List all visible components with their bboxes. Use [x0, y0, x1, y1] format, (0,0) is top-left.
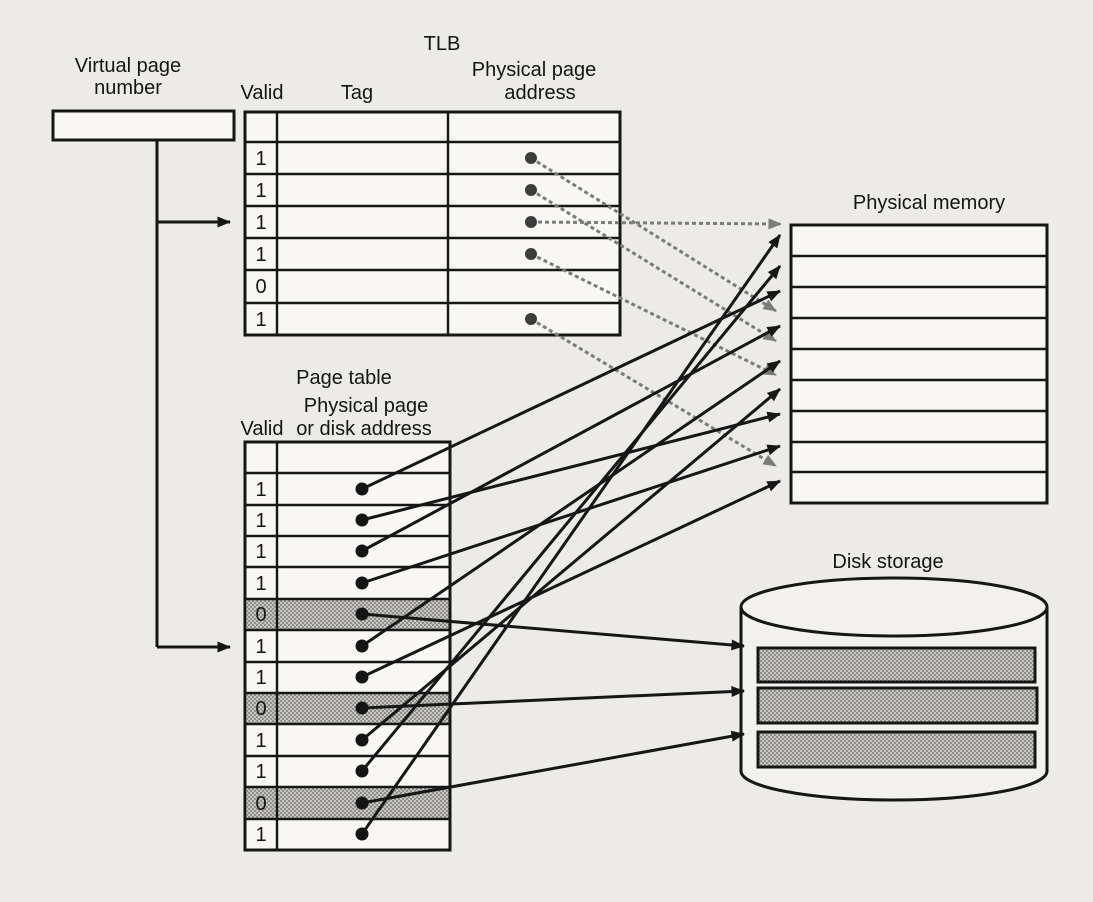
pt-arrow-row4-to-pm8	[361, 444, 781, 585]
pt-dot-row2	[355, 513, 369, 527]
tlb-dot-row3	[525, 216, 537, 228]
tlb-col-valid: Valid	[241, 82, 284, 104]
tlb-dot-row4	[525, 248, 537, 260]
pt-arrow-row6-to-pm5	[361, 359, 781, 648]
pt-dot-row11	[355, 796, 369, 810]
vpn-label-line1: Virtual page	[75, 55, 181, 77]
physical-memory-outline	[789, 223, 1049, 505]
pt-arrow-row3-to-pm4	[361, 324, 781, 553]
disk-storage-title: Disk storage	[832, 551, 943, 573]
pt-valid-cell-7: 0	[255, 698, 266, 720]
tlb-valid-cell-5: 1	[255, 309, 266, 331]
pt-arrow-row5-to-disk1	[361, 612, 745, 651]
pt-valid-cell-10: 0	[255, 793, 266, 815]
disk-block-3	[756, 730, 1037, 769]
index-arrows	[155, 140, 231, 653]
page-table-title: Page table	[296, 367, 392, 389]
pt-dot-row10	[355, 764, 369, 778]
page-table: Page table Physical page Valid or disk a…	[241, 367, 452, 852]
pt-dot-row8	[355, 701, 369, 715]
pt-arrow-row1-to-pm3	[361, 289, 781, 491]
tlb-dot-row2	[525, 184, 537, 196]
vpn-box	[51, 109, 236, 142]
disk-storage: Disk storage	[739, 551, 1049, 802]
physical-memory: Physical memory	[789, 192, 1049, 505]
pt-arrow-row11-to-disk3	[361, 730, 745, 805]
page-table-to-disk-arrows	[361, 612, 745, 805]
tlb-col-tag: Tag	[341, 82, 373, 104]
page-table-shaded-row-5	[247, 599, 449, 630]
page-table-outline	[243, 440, 452, 852]
virtual-page-number: Virtual page number	[51, 55, 236, 142]
tlb-outline	[243, 110, 622, 337]
pt-dot-row6	[355, 639, 369, 653]
pt-valid-cell-9: 1	[255, 761, 266, 783]
pt-arrow-row7-to-pm9	[361, 479, 781, 679]
disk-cylinder-top	[739, 576, 1049, 638]
pt-arrow-row9-to-pm6	[361, 387, 781, 742]
pt-valid-cell-11: 1	[255, 824, 266, 846]
tlb-valid-cell-4: 0	[255, 276, 266, 298]
pt-dot-row3	[355, 544, 369, 558]
disk-block-1	[756, 646, 1037, 684]
tlb-arrow-row1-to-pm4	[530, 156, 777, 313]
pt-arrow-row8-to-disk2	[361, 686, 745, 710]
page-table-header-line2: or disk address	[296, 418, 432, 440]
pt-arrow-row10-to-pm2	[360, 265, 782, 772]
tlb-arrow-row4-to-pm6	[530, 252, 777, 377]
pt-arrow-row2-to-pm7	[361, 411, 781, 522]
pt-valid-cell-0: 1	[255, 479, 266, 501]
page-table-header-line1: Physical page	[304, 395, 429, 417]
page-table-pointer-dots	[355, 482, 369, 841]
pt-arrow-row12-to-pm1	[360, 234, 782, 835]
pt-dot-row1	[355, 482, 369, 496]
tlb-title: TLB	[424, 33, 461, 55]
tlb-col-addr-line1: Physical page	[472, 59, 597, 81]
tlb-dot-row6	[525, 313, 537, 325]
tlb-valid-cell-0: 1	[255, 148, 266, 170]
tlb-arrow-row2-to-pm5	[530, 188, 777, 343]
pt-valid-cell-4: 0	[255, 604, 266, 626]
tlb-col-addr-line2: address	[504, 82, 575, 104]
pt-dot-row5	[355, 607, 369, 621]
tlb-valid-cell-2: 1	[255, 212, 266, 234]
pt-valid-cell-3: 1	[255, 573, 266, 595]
pt-dot-row12	[355, 827, 369, 841]
vpn-label-line2: number	[94, 77, 162, 99]
pt-valid-cell-2: 1	[255, 541, 266, 563]
pt-dot-row9	[355, 733, 369, 747]
tlb-valid-cell-1: 1	[255, 180, 266, 202]
pt-valid-cell-8: 1	[255, 730, 266, 752]
tlb-dot-row1	[525, 152, 537, 164]
pt-valid-cell-5: 1	[255, 636, 266, 658]
tlb-valid-cell-3: 1	[255, 244, 266, 266]
pt-valid-cell-1: 1	[255, 510, 266, 532]
page-table-to-memory-arrows	[360, 234, 782, 835]
disk-block-2	[756, 686, 1039, 725]
pt-dot-row7	[355, 670, 369, 684]
pt-valid-cell-6: 1	[255, 667, 266, 689]
tlb-table: TLB Physical page address Valid Tag 1 1 …	[241, 33, 622, 337]
tlb-pointer-dots	[525, 152, 537, 325]
page-table-header-valid: Valid	[241, 418, 284, 440]
pt-dot-row4	[355, 576, 369, 590]
physical-memory-title: Physical memory	[853, 192, 1005, 214]
